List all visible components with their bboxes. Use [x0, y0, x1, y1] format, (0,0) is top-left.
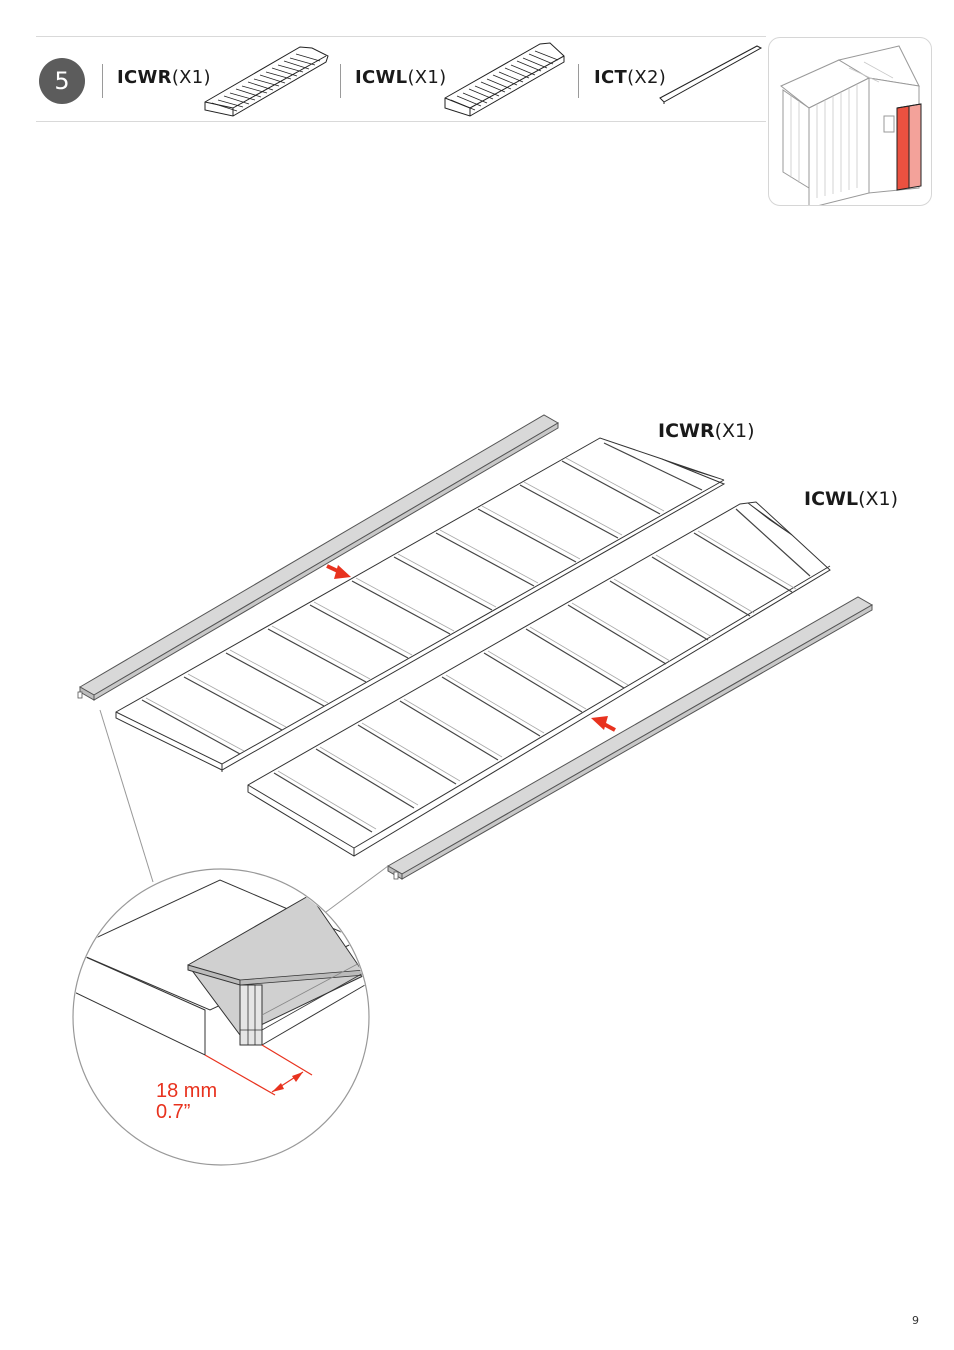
icwl-panel-thumbnail-icon [440, 38, 570, 122]
shed-icon [769, 38, 931, 205]
detail-zoom-circle [70, 869, 369, 1165]
insert-arrow-icon [591, 716, 615, 730]
header-separator [578, 64, 579, 98]
step-number-badge: 5 [39, 58, 85, 104]
part-code: ICWR [658, 420, 715, 442]
part-code: ICT [594, 67, 627, 88]
part-code: ICWL [804, 488, 858, 510]
header-separator [102, 64, 103, 98]
part-code: ICWR [117, 67, 172, 88]
insert-arrow-icon [327, 565, 351, 579]
header-bottom-rule [36, 121, 766, 122]
diagram-label-icwl: ICWL(X1) [804, 488, 898, 510]
part-qty: (X1) [858, 488, 898, 510]
ict-bar-thumbnail-icon [655, 42, 765, 106]
dimension-label: 18 mm 0.7” [156, 1081, 217, 1123]
part-qty: (X1) [715, 420, 755, 442]
part-code: ICWL [355, 67, 407, 88]
header-top-rule [36, 36, 766, 37]
dimension-imperial: 0.7” [156, 1102, 217, 1123]
dimension-metric: 18 mm [156, 1081, 217, 1102]
diagram-label-icwr: ICWR(X1) [658, 420, 755, 442]
header-separator [340, 64, 341, 98]
icwr-panel-thumbnail-icon [200, 40, 335, 120]
shed-location-thumbnail [768, 37, 932, 206]
part-label-icwr: ICWR(X1) [117, 67, 211, 88]
part-label-icwl: ICWL(X1) [355, 67, 446, 88]
page-number: 9 [912, 1314, 919, 1327]
